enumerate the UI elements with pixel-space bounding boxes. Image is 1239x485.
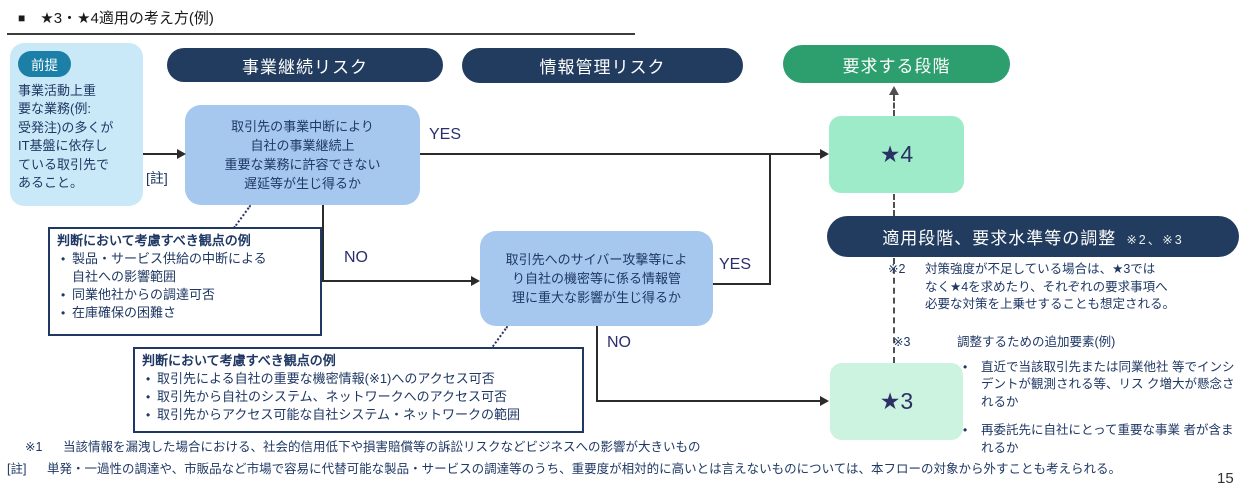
consideration-box-info: 判断において考慮すべき観点の例 • 取引先による自社の重要な機密情報(※1)への… — [133, 347, 584, 433]
bullet-icon: • — [963, 359, 968, 374]
dashed-star4-to-adjustment — [893, 194, 895, 216]
header-required-stage-label: 要求する段階 — [842, 56, 951, 76]
premise-badge: 前提 — [18, 51, 71, 77]
list-item: • 在庫確保の困難さ — [57, 304, 314, 322]
line-yes-merge-vertical — [769, 154, 771, 285]
dotted-connector-consideration1 — [233, 204, 252, 229]
adjustment-label: 適用段階、要求水準等の調整 — [882, 229, 1117, 248]
list-item: • 取引先から自社のシステム、ネットワークへのアクセス可否 — [142, 388, 576, 406]
list-item-text: 取引先から自社のシステム、ネットワークへのアクセス可否 — [157, 389, 507, 404]
star3-box: ★3 — [830, 363, 963, 440]
square-bullet-icon: ■ — [18, 10, 26, 25]
adjustment-refs: ※2、※3 — [1126, 232, 1184, 247]
note-3-title: 調整するための追加要素(例) — [957, 335, 1116, 349]
no-label-info: NO — [607, 334, 631, 351]
bullet-icon: • — [61, 252, 66, 266]
list-item-text: 直近で当該取引先または同業他社 等でインシデントが観測される等、リス ク増大が懸… — [981, 359, 1235, 409]
list-item-text: 製品・サービス供給の中断による 自社への影響範囲 — [72, 251, 267, 284]
arrowhead-required-stage-icon — [889, 86, 899, 95]
note-chu: [註] 単発・一過性の調達や、市販品など市場で容易に代替可能な製品・サービスの調… — [7, 461, 1121, 479]
list-item-text: 在庫確保の困難さ — [72, 305, 177, 320]
list-item: • 取引先による自社の重要な機密情報(※1)へのアクセス可否 — [142, 370, 576, 388]
note-2-text: 対策強度が不足している場合は、★3では なく★4を求めたり、それぞれの要求事項へ… — [925, 262, 1176, 311]
note-3-label: ※3 — [893, 335, 911, 349]
page-title-text: ★3・★4適用の考え方(例) — [40, 10, 214, 27]
title-underline — [7, 33, 635, 35]
list-item-text: 取引先からアクセス可能な自社システム・ネットワークの範囲 — [157, 407, 520, 422]
note-2: ※2 対策強度が不足している場合は、★3では なく★4を求めたり、それぞれの要求… — [888, 261, 1239, 314]
bullet-icon: • — [963, 423, 968, 437]
header-required-stage: 要求する段階 — [783, 45, 1010, 83]
premise-text: 事業活動上重 要な業務(例: 受発注)の多くが IT基盤に依存し ている取引先で… — [18, 83, 114, 191]
line-no-info-vertical — [596, 326, 598, 402]
yes-label-info: YES — [719, 256, 752, 273]
note-1-text: 当該情報を漏洩した場合における、社会的信用低下や損害賠償等の訴訟リスクなどビジネ… — [63, 440, 701, 454]
consideration-box-business: 判断において考慮すべき観点の例 • 製品・サービス供給の中断による 自社への影響… — [48, 227, 322, 336]
list-item: • 再委託先に自社にとって重要な事業 者が含まれるか — [963, 422, 1239, 457]
list-item-text: 同業他社からの調達可否 — [72, 287, 216, 302]
page-title: ■ ★3・★4適用の考え方(例) — [18, 7, 214, 28]
line-no-info-horizontal — [596, 400, 820, 402]
list-item-text: 再委託先に自社にとって重要な事業 者が含まれるか — [981, 423, 1234, 455]
list-item: • 直近で当該取引先または同業他社 等でインシデントが観測される等、リス ク増大… — [963, 359, 1239, 412]
arrowhead-decision2-icon — [471, 276, 480, 286]
bullet-icon: • — [146, 408, 151, 422]
list-item-text: 取引先による自社の重要な機密情報(※1)へのアクセス可否 — [157, 371, 495, 386]
list-item: • 同業他社からの調達可否 — [57, 286, 314, 304]
dashed-adjustment-to-star3 — [893, 258, 895, 363]
header-business-continuity-risk: 事業継続リスク — [167, 48, 443, 82]
note-chu-label: [註] — [7, 462, 27, 476]
header-information-management-risk: 情報管理リスク — [462, 48, 743, 83]
note-2-label: ※2 — [888, 262, 906, 276]
line-no-business-vertical — [322, 205, 324, 282]
no-label-business: NO — [344, 249, 368, 266]
bullet-icon: • — [146, 390, 151, 404]
note-1: ※1 当該情報を漏洩した場合における、社会的信用低下や損害賠償等の訴訟リスクなど… — [25, 439, 701, 457]
arrowhead-star3-icon — [820, 396, 829, 406]
page-number: 15 — [1217, 470, 1234, 485]
dashed-star4-to-stage — [893, 95, 895, 116]
adjustment-pill: 適用段階、要求水準等の調整 ※2、※3 — [827, 216, 1239, 257]
arrow-yes-to-star4 — [420, 153, 820, 155]
header-business-continuity-risk-label: 事業継続リスク — [242, 57, 368, 77]
list-item: • 取引先からアクセス可能な自社システム・ネットワークの範囲 — [142, 406, 576, 424]
header-information-management-risk-label: 情報管理リスク — [539, 58, 666, 77]
list-item: • 製品・サービス供給の中断による 自社への影響範囲 — [57, 250, 314, 286]
line-no-business-horizontal — [322, 280, 471, 282]
star4-box: ★4 — [829, 116, 964, 193]
line-yes-info-horizontal — [713, 283, 770, 285]
bullet-icon: • — [61, 288, 66, 302]
yes-label-business: YES — [429, 126, 462, 143]
decision-information-management: 取引先へのサイバー攻撃等によ り自社の機密等に係る情報管 理に重大な影響が生じ得… — [480, 231, 713, 326]
consideration-title: 判断において考慮すべき観点の例 — [57, 233, 251, 248]
dotted-connector-consideration2 — [490, 325, 509, 350]
arrowhead-premise-icon — [177, 149, 186, 159]
premise-box: 前提 事業活動上重 要な業務(例: 受発注)の多くが IT基盤に依存し ている取… — [10, 43, 143, 206]
note-chu-text: 単発・一過性の調達や、市販品など市場で容易に代替可能な製品・サービスの調達等のう… — [47, 462, 1122, 476]
consideration-title: 判断において考慮すべき観点の例 — [142, 353, 336, 368]
arrow-premise-to-decision1 — [143, 153, 179, 155]
note-ref-label: [註] — [146, 170, 168, 186]
note-1-label: ※1 — [25, 440, 43, 454]
decision-business-continuity: 取引先の事業中断により 自社の事業継続上 重要な業務に許容できない 遅延等が生じ… — [185, 105, 420, 205]
bullet-icon: • — [146, 372, 151, 386]
bullet-icon: • — [61, 306, 66, 320]
arrowhead-star4-icon — [820, 149, 829, 159]
note-3: ※3 調整するための追加要素(例) • 直近で当該取引先または同業他社 等でイン… — [893, 334, 1239, 468]
